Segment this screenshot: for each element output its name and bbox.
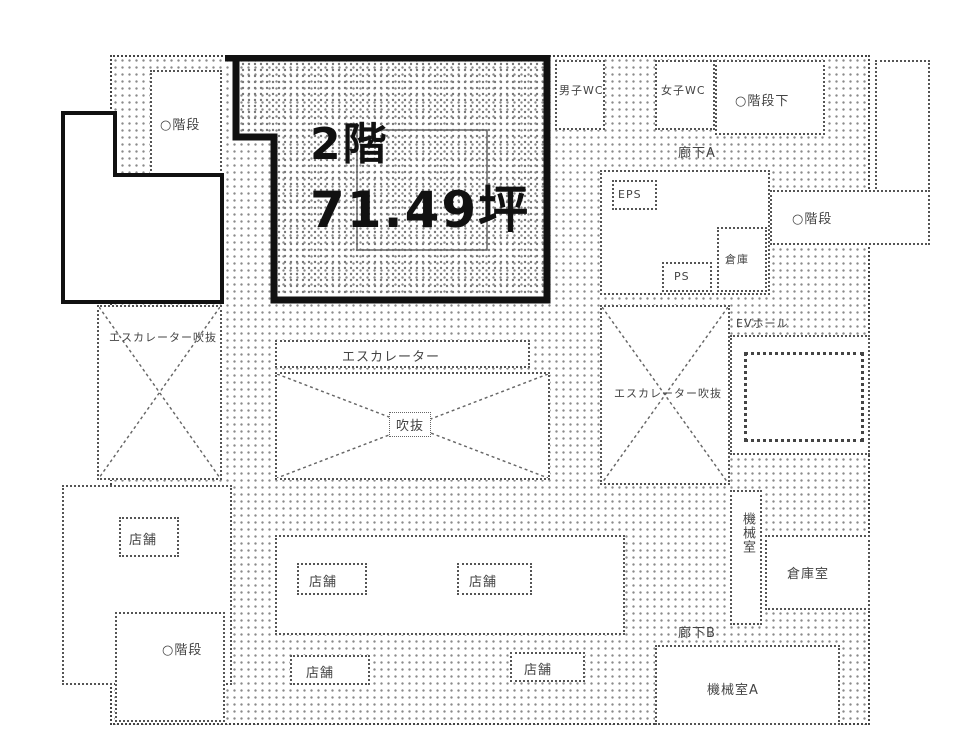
- room-eps-label: EPS: [618, 188, 642, 201]
- room-top-right-label: ○階段下: [735, 94, 790, 109]
- room-store[interactable]: 倉庫: [717, 227, 767, 292]
- center-shop-b[interactable]: 店舗: [457, 563, 532, 595]
- room-right-stair[interactable]: ○階段: [770, 190, 930, 245]
- elevator-hall[interactable]: EVホール: [730, 317, 870, 455]
- center-shop-b-label: 店舗: [469, 575, 498, 590]
- room-ps[interactable]: PS: [662, 262, 712, 292]
- bottom-shop-a-label: 店舗: [306, 666, 335, 681]
- center-shop-a[interactable]: 店舗: [297, 563, 367, 595]
- elevator-hall-label: EVホール: [736, 317, 789, 330]
- bottom-left-room-label: ○階段: [162, 643, 203, 658]
- annex-outline: [61, 111, 224, 304]
- atrium-label: 吹抜: [389, 412, 432, 437]
- room-store-label: 倉庫: [725, 253, 749, 266]
- bottom-shop-a[interactable]: 店舗: [290, 655, 370, 685]
- bottom-shop-b[interactable]: 店舗: [510, 652, 585, 682]
- bottom-corridor-label: 廊下B: [678, 626, 716, 641]
- right-shop-label: 倉庫室: [787, 567, 830, 582]
- room-right-stair-label: ○階段: [792, 212, 833, 227]
- bottom-right-room-label: 機械室A: [707, 683, 759, 698]
- corridor-top-label: 廊下A: [678, 146, 716, 161]
- atrium: 吹抜: [275, 372, 550, 480]
- bottom-left-room[interactable]: ○階段: [115, 612, 225, 722]
- area-label: 71.49坪: [310, 181, 531, 239]
- room-wc-a[interactable]: 男子WC: [555, 60, 605, 130]
- room-wc-b[interactable]: 女子WC: [655, 60, 715, 130]
- room-top-right[interactable]: ○階段下: [715, 60, 825, 135]
- bottom-shop-b-label: 店舗: [524, 663, 553, 678]
- room-wc-b-label: 女子WC: [661, 84, 706, 97]
- room-cluster: EPS PS 倉庫: [600, 170, 770, 295]
- room-eps[interactable]: EPS: [612, 180, 657, 210]
- left-void-label: エスカレーター吹抜: [109, 331, 217, 344]
- left-shop[interactable]: 店舗: [119, 517, 179, 557]
- right-void: エスカレーター吹抜: [600, 305, 730, 485]
- bottom-right-room[interactable]: 機械室A: [655, 645, 840, 725]
- elevator-shaft: [744, 352, 864, 442]
- floor-label: 2階: [310, 119, 389, 170]
- right-void-label: エスカレーター吹抜: [614, 387, 722, 400]
- center-shop-area: 店舗 店舗: [275, 535, 625, 635]
- left-shop-label: 店舗: [129, 533, 158, 548]
- room-top-left-label: ○階段: [160, 118, 201, 133]
- right-narrow[interactable]: 機械室: [730, 490, 762, 625]
- right-narrow-label: 機械室: [740, 512, 755, 554]
- escalator[interactable]: エスカレーター: [275, 340, 530, 368]
- unit-outline[interactable]: [222, 55, 552, 305]
- left-void: エスカレーター吹抜: [97, 305, 222, 480]
- room-ps-label: PS: [674, 270, 690, 283]
- center-shop-a-label: 店舗: [309, 575, 338, 590]
- right-shop[interactable]: 倉庫室: [765, 535, 870, 610]
- room-wc-a-label: 男子WC: [559, 84, 604, 97]
- escalator-label: エスカレーター: [342, 350, 441, 365]
